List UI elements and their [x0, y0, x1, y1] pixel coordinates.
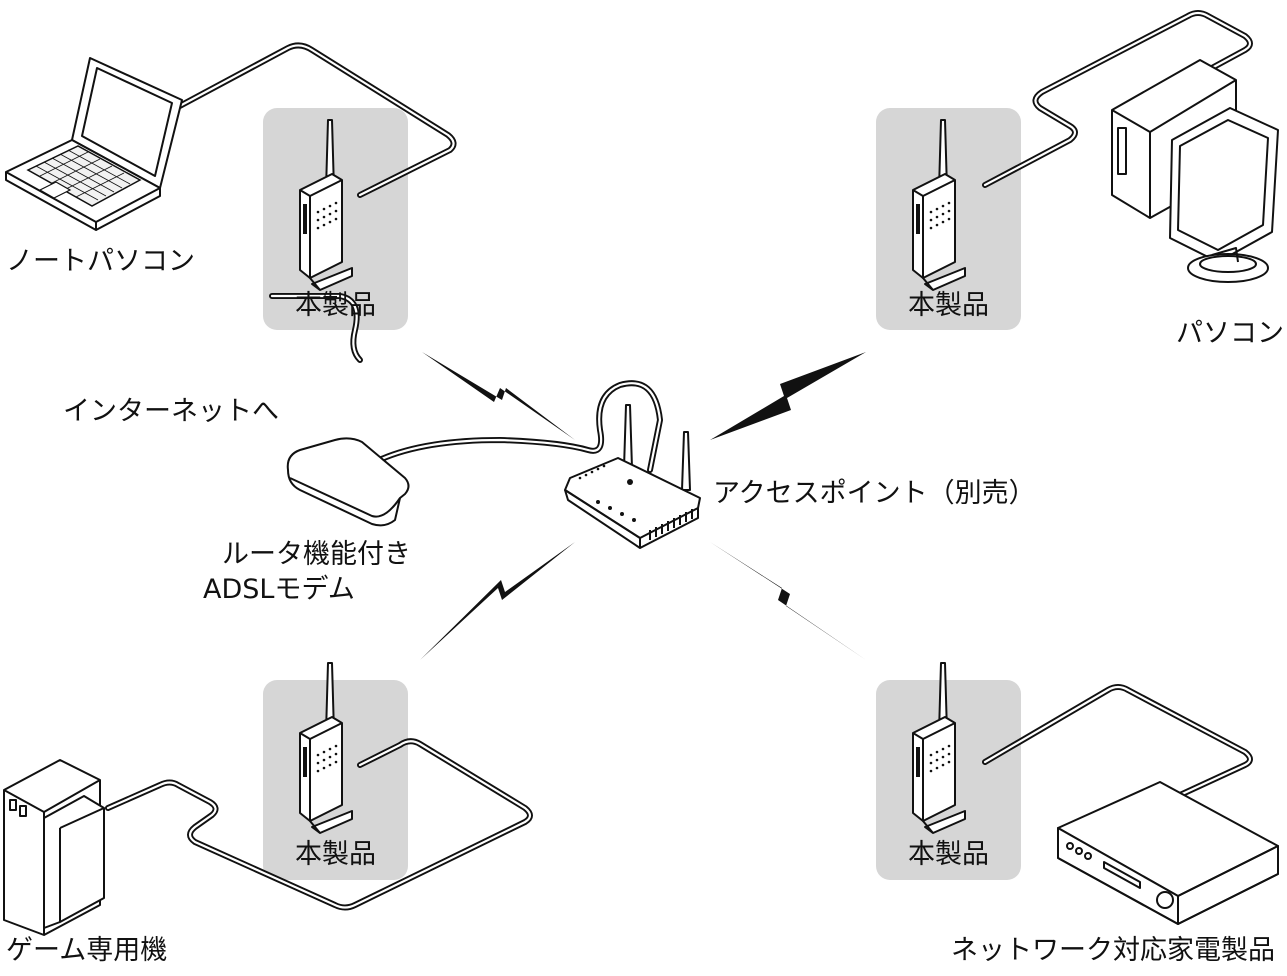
cable-internet [269, 293, 363, 363]
access-point-illustration [564, 404, 701, 549]
label-internet: インターネットへ [63, 396, 279, 427]
label-access-point: アクセスポイント（別売） [713, 478, 1036, 509]
cable-desktop [982, 10, 1253, 188]
wireless-bolt-br [710, 542, 866, 660]
game-console-illustration [3, 759, 105, 936]
adsl-modem-illustration [286, 437, 410, 527]
wireless-bolt-tl [422, 352, 575, 440]
label-router-line1: ルータ機能付き [222, 539, 411, 570]
desktop-pc-illustration [1111, 59, 1279, 283]
label-product-br: 本製品 [908, 839, 989, 870]
label-game: ゲーム専用機 [6, 935, 168, 966]
label-desktop: パソコン [1176, 318, 1284, 349]
wireless-bolt-tr [710, 352, 866, 440]
cable-laptop [173, 42, 457, 198]
network-appliance-illustration [1057, 781, 1279, 925]
wireless-bolt-bl [420, 542, 575, 660]
label-router-line2: ADSLモデム [203, 574, 355, 605]
cable-game [105, 738, 533, 911]
label-laptop: ノートパソコン [6, 246, 195, 277]
label-product-tl: 本製品 [295, 290, 376, 321]
cable-router-ap [372, 380, 663, 473]
cable-appliance [982, 684, 1253, 798]
label-product-tr: 本製品 [908, 290, 989, 321]
label-product-bl: 本製品 [295, 839, 376, 870]
label-appliance: ネットワーク対応家電製品 [951, 935, 1275, 966]
laptop-illustration [5, 57, 183, 231]
